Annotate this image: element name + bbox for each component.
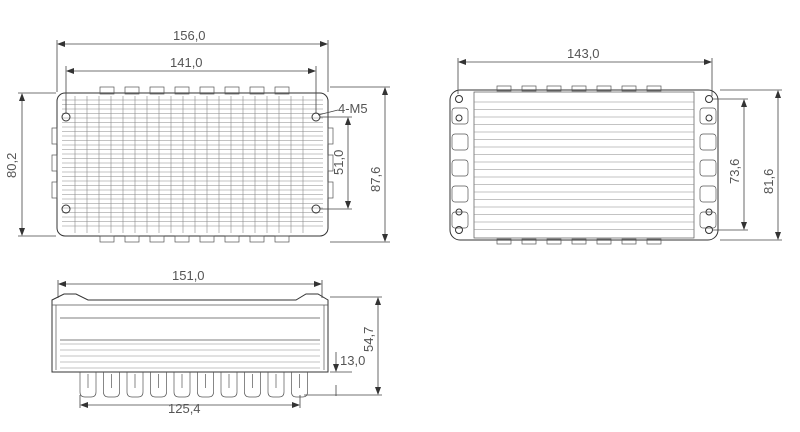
- side-bottom-fin: [197, 372, 214, 398]
- bottom-view-fins: [474, 101, 694, 230]
- side-view-horizontal-fins: [60, 343, 320, 369]
- bottom-view-bottom-tabs: [496, 238, 662, 245]
- side-height-dimension: 54,7: [361, 327, 376, 352]
- bottom-view-top-tabs: [496, 85, 662, 92]
- top-view-ribs: [74, 96, 304, 233]
- top-total-height-dimension: 87,6: [368, 167, 383, 192]
- bottom-width-dimension: 143,0: [567, 46, 600, 61]
- bottom-view: 143,0 73,6 81,6: [449, 46, 782, 245]
- bottom-view-inner-panel: [473, 91, 695, 239]
- hole-callout-leader: [317, 109, 339, 116]
- bottom-height-dimension: 81,6: [761, 169, 776, 194]
- side-view-body-outline: [51, 293, 329, 373]
- top-hole-spacing-y-dimension: 51,0: [331, 150, 346, 175]
- side-bottom-fin: [173, 372, 191, 398]
- top-hole-spacing-x-dimension: 141,0: [170, 55, 203, 70]
- side-bottom-fin: [126, 372, 144, 398]
- side-bottom-fin: [244, 372, 261, 398]
- side-fin-span-dimension: 125,4: [168, 401, 201, 416]
- side-view-bottom-fins: [79, 372, 308, 398]
- top-view-body-outline: [56, 92, 329, 237]
- top-width-dimension: 156,0: [173, 28, 206, 43]
- side-bottom-fin: [291, 372, 308, 398]
- side-bottom-fin: [103, 372, 120, 398]
- side-view: 151,0 125,4 54,7 13,0: [51, 268, 382, 416]
- side-bottom-fin: [79, 372, 97, 398]
- top-view-top-tabs: [99, 86, 290, 95]
- side-bottom-fin: [220, 372, 238, 398]
- side-width-dimension: 151,0: [172, 268, 205, 283]
- top-view-bottom-tabs: [99, 235, 290, 243]
- top-height-dimension: 80,2: [4, 153, 19, 178]
- bottom-view-side-bosses: [451, 107, 717, 229]
- top-view: 156,0 141,0 80,2 51,0 87,6 4-M5: [4, 28, 390, 243]
- bottom-view-body-outline: [449, 89, 719, 241]
- top-view-side-tabs: [51, 127, 334, 199]
- bottom-hole-spacing-y-dimension: 73,6: [727, 159, 742, 184]
- bottom-view-mounting-holes: [455, 95, 713, 234]
- side-fin-height-dimension: 13,0: [340, 353, 365, 368]
- top-view-fins: [62, 99, 323, 227]
- hole-callout: 4-M5: [338, 101, 368, 116]
- side-bottom-fin: [267, 372, 285, 398]
- side-bottom-fin: [150, 372, 167, 398]
